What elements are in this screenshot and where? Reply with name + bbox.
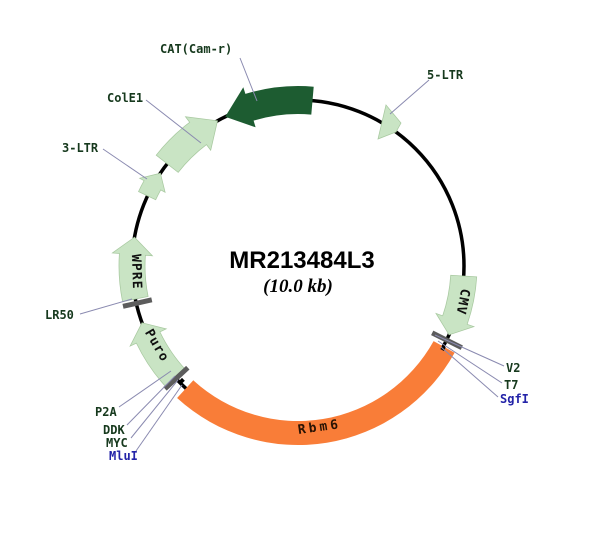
plasmid-size: (10.0 kb): [263, 276, 333, 297]
label-line-ddk: [126, 375, 176, 426]
feature-arrow-cole1: [155, 116, 218, 173]
label-line-v2: [434, 334, 505, 367]
label-line-myc: [130, 379, 179, 439]
feature-arrow-cat: [225, 86, 314, 128]
plasmid-name: MR213484L3: [229, 247, 374, 274]
feature-arrow-5ltr: [377, 104, 402, 140]
label-cmv: CMV: [453, 287, 473, 316]
feature-arrow-3ltr: [138, 172, 166, 201]
label-lr50: LR50: [45, 308, 74, 322]
label-line-lr50: [79, 298, 133, 315]
label-wpre: WPRE: [128, 254, 144, 290]
label-line-3ltr: [102, 148, 148, 180]
label-mlui: MluI: [109, 449, 138, 463]
label-ddk: DDK: [103, 423, 125, 437]
label-rbm6-orf: Rbm6: [297, 417, 342, 438]
label-myc: MYC: [106, 436, 128, 450]
label-line-cat: [239, 57, 258, 102]
label-5ltr: 5-LTR: [427, 68, 464, 82]
tick-p2a-junction: [163, 365, 190, 391]
label-cat: CAT(Cam-r): [160, 42, 232, 56]
label-line-5ltr: [389, 79, 430, 115]
label-sgfi: SgfI: [500, 392, 529, 406]
feature-arc-rbm6-orf: [177, 341, 455, 446]
label-line-cole1: [145, 99, 202, 144]
label-p2a: P2A: [95, 405, 117, 419]
label-v2: V2: [506, 361, 520, 375]
label-line-mlui: [135, 384, 183, 452]
feature-arrow-cmv: [435, 274, 478, 336]
label-cole1: ColE1: [107, 91, 143, 105]
feature-arrow-puro: [129, 322, 187, 389]
label-t7: T7: [504, 378, 518, 392]
label-line-t7: [437, 340, 503, 384]
feature-arrow-wpre: [111, 236, 154, 303]
label-3ltr: 3-LTR: [62, 141, 99, 155]
tick-lr50: [122, 297, 153, 309]
label-line-sgfi: [440, 346, 499, 398]
label-line-p2a: [118, 370, 172, 408]
